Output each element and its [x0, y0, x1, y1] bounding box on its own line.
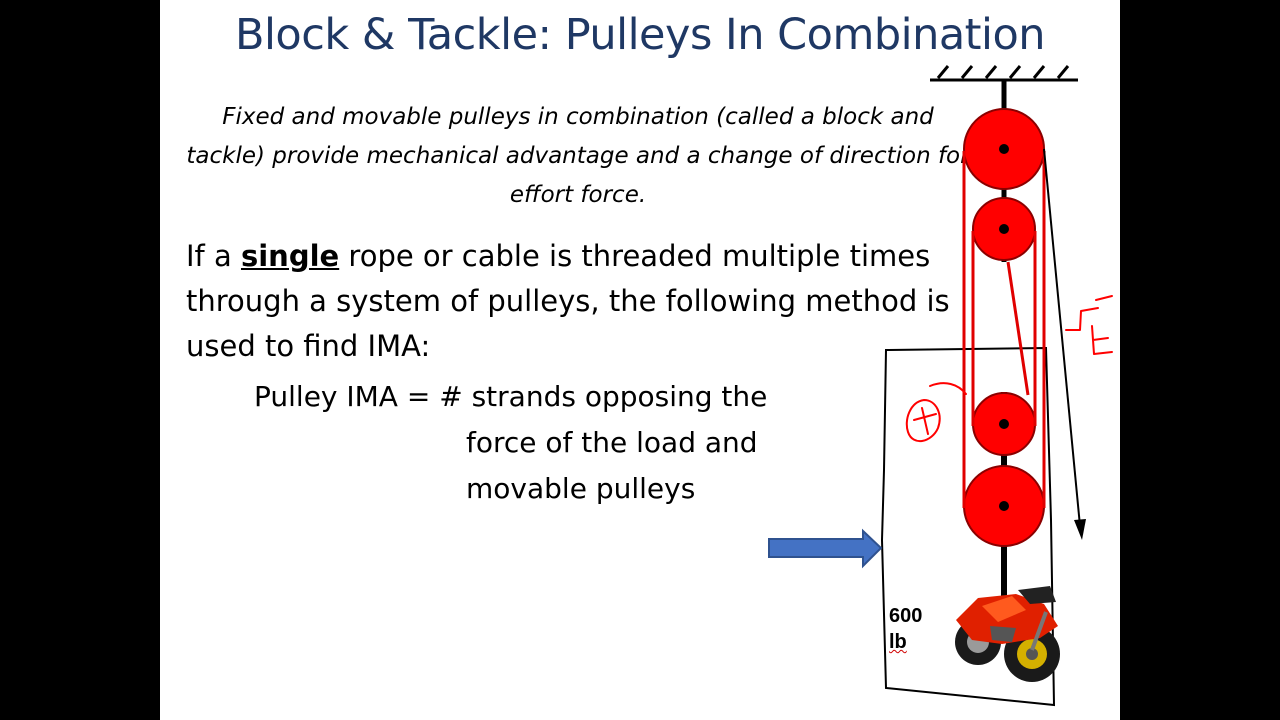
intro-text: Fixed and movable pulleys in combination…: [186, 104, 970, 208]
load-weight-label: 600 lb: [889, 603, 922, 655]
slide-title: Block & Tackle: Pulleys In Combination: [234, 10, 1046, 60]
effort-annotation: [1065, 295, 1113, 355]
ima-formula: Pulley IMA = # strands opposing the forc…: [254, 374, 854, 512]
pointer-arrow: [768, 528, 883, 569]
load-weight-unit: lb: [889, 631, 907, 653]
motorcycle-icon: [955, 586, 1060, 682]
pulley-axles: [999, 144, 1009, 511]
formula-line-2: force of the load and: [466, 426, 758, 459]
rope-strands: [962, 151, 1046, 508]
strand-annotation: [905, 382, 967, 443]
pulley-diagram: [768, 65, 1113, 707]
ceiling-hatch: [936, 65, 1070, 79]
formula-line-3: movable pulleys: [466, 472, 696, 505]
body-text-start: If a: [186, 239, 241, 273]
formula-line-1: Pulley IMA = # strands opposing the: [254, 380, 768, 413]
emphasis-single: single: [240, 239, 340, 273]
load-box: [880, 346, 1056, 707]
effort-force-arrowhead: [1074, 519, 1086, 540]
effort-force-line: [1043, 148, 1081, 527]
slide: Block & Tackle: Pulleys In Combination F…: [160, 0, 1120, 720]
load-weight-value: 600: [889, 605, 923, 627]
body-text-end: rope or cable is threaded multiple times…: [186, 239, 950, 363]
body-text: If a single rope or cable is threaded mu…: [186, 234, 966, 369]
